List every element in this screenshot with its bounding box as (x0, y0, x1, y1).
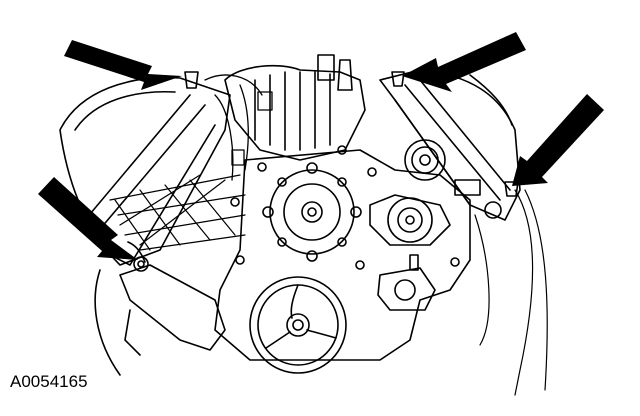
arrow-lower-left-icon (38, 177, 138, 260)
timing-cover (214, 149, 471, 361)
figure-caption: A0054165 (10, 372, 88, 391)
left-timing-cover-lattice (109, 174, 246, 251)
right-cylinder-head (379, 69, 521, 221)
crankshaft-pulley (249, 276, 347, 374)
water-pump (262, 162, 362, 262)
lower-tensioner (377, 254, 436, 311)
arrow-upper-left-icon (64, 40, 182, 90)
left-lower-bracket (94, 241, 226, 376)
belt-tensioner (369, 179, 502, 246)
arrow-right-icon (512, 94, 604, 186)
left-cylinder-head (59, 76, 231, 266)
idler-pulley (404, 139, 446, 181)
cover-bolts (230, 145, 460, 270)
right-wiring (474, 189, 548, 396)
wiring-harness (204, 74, 273, 181)
arrow-upper-right-icon (402, 32, 526, 92)
fastener-heads (133, 71, 519, 272)
